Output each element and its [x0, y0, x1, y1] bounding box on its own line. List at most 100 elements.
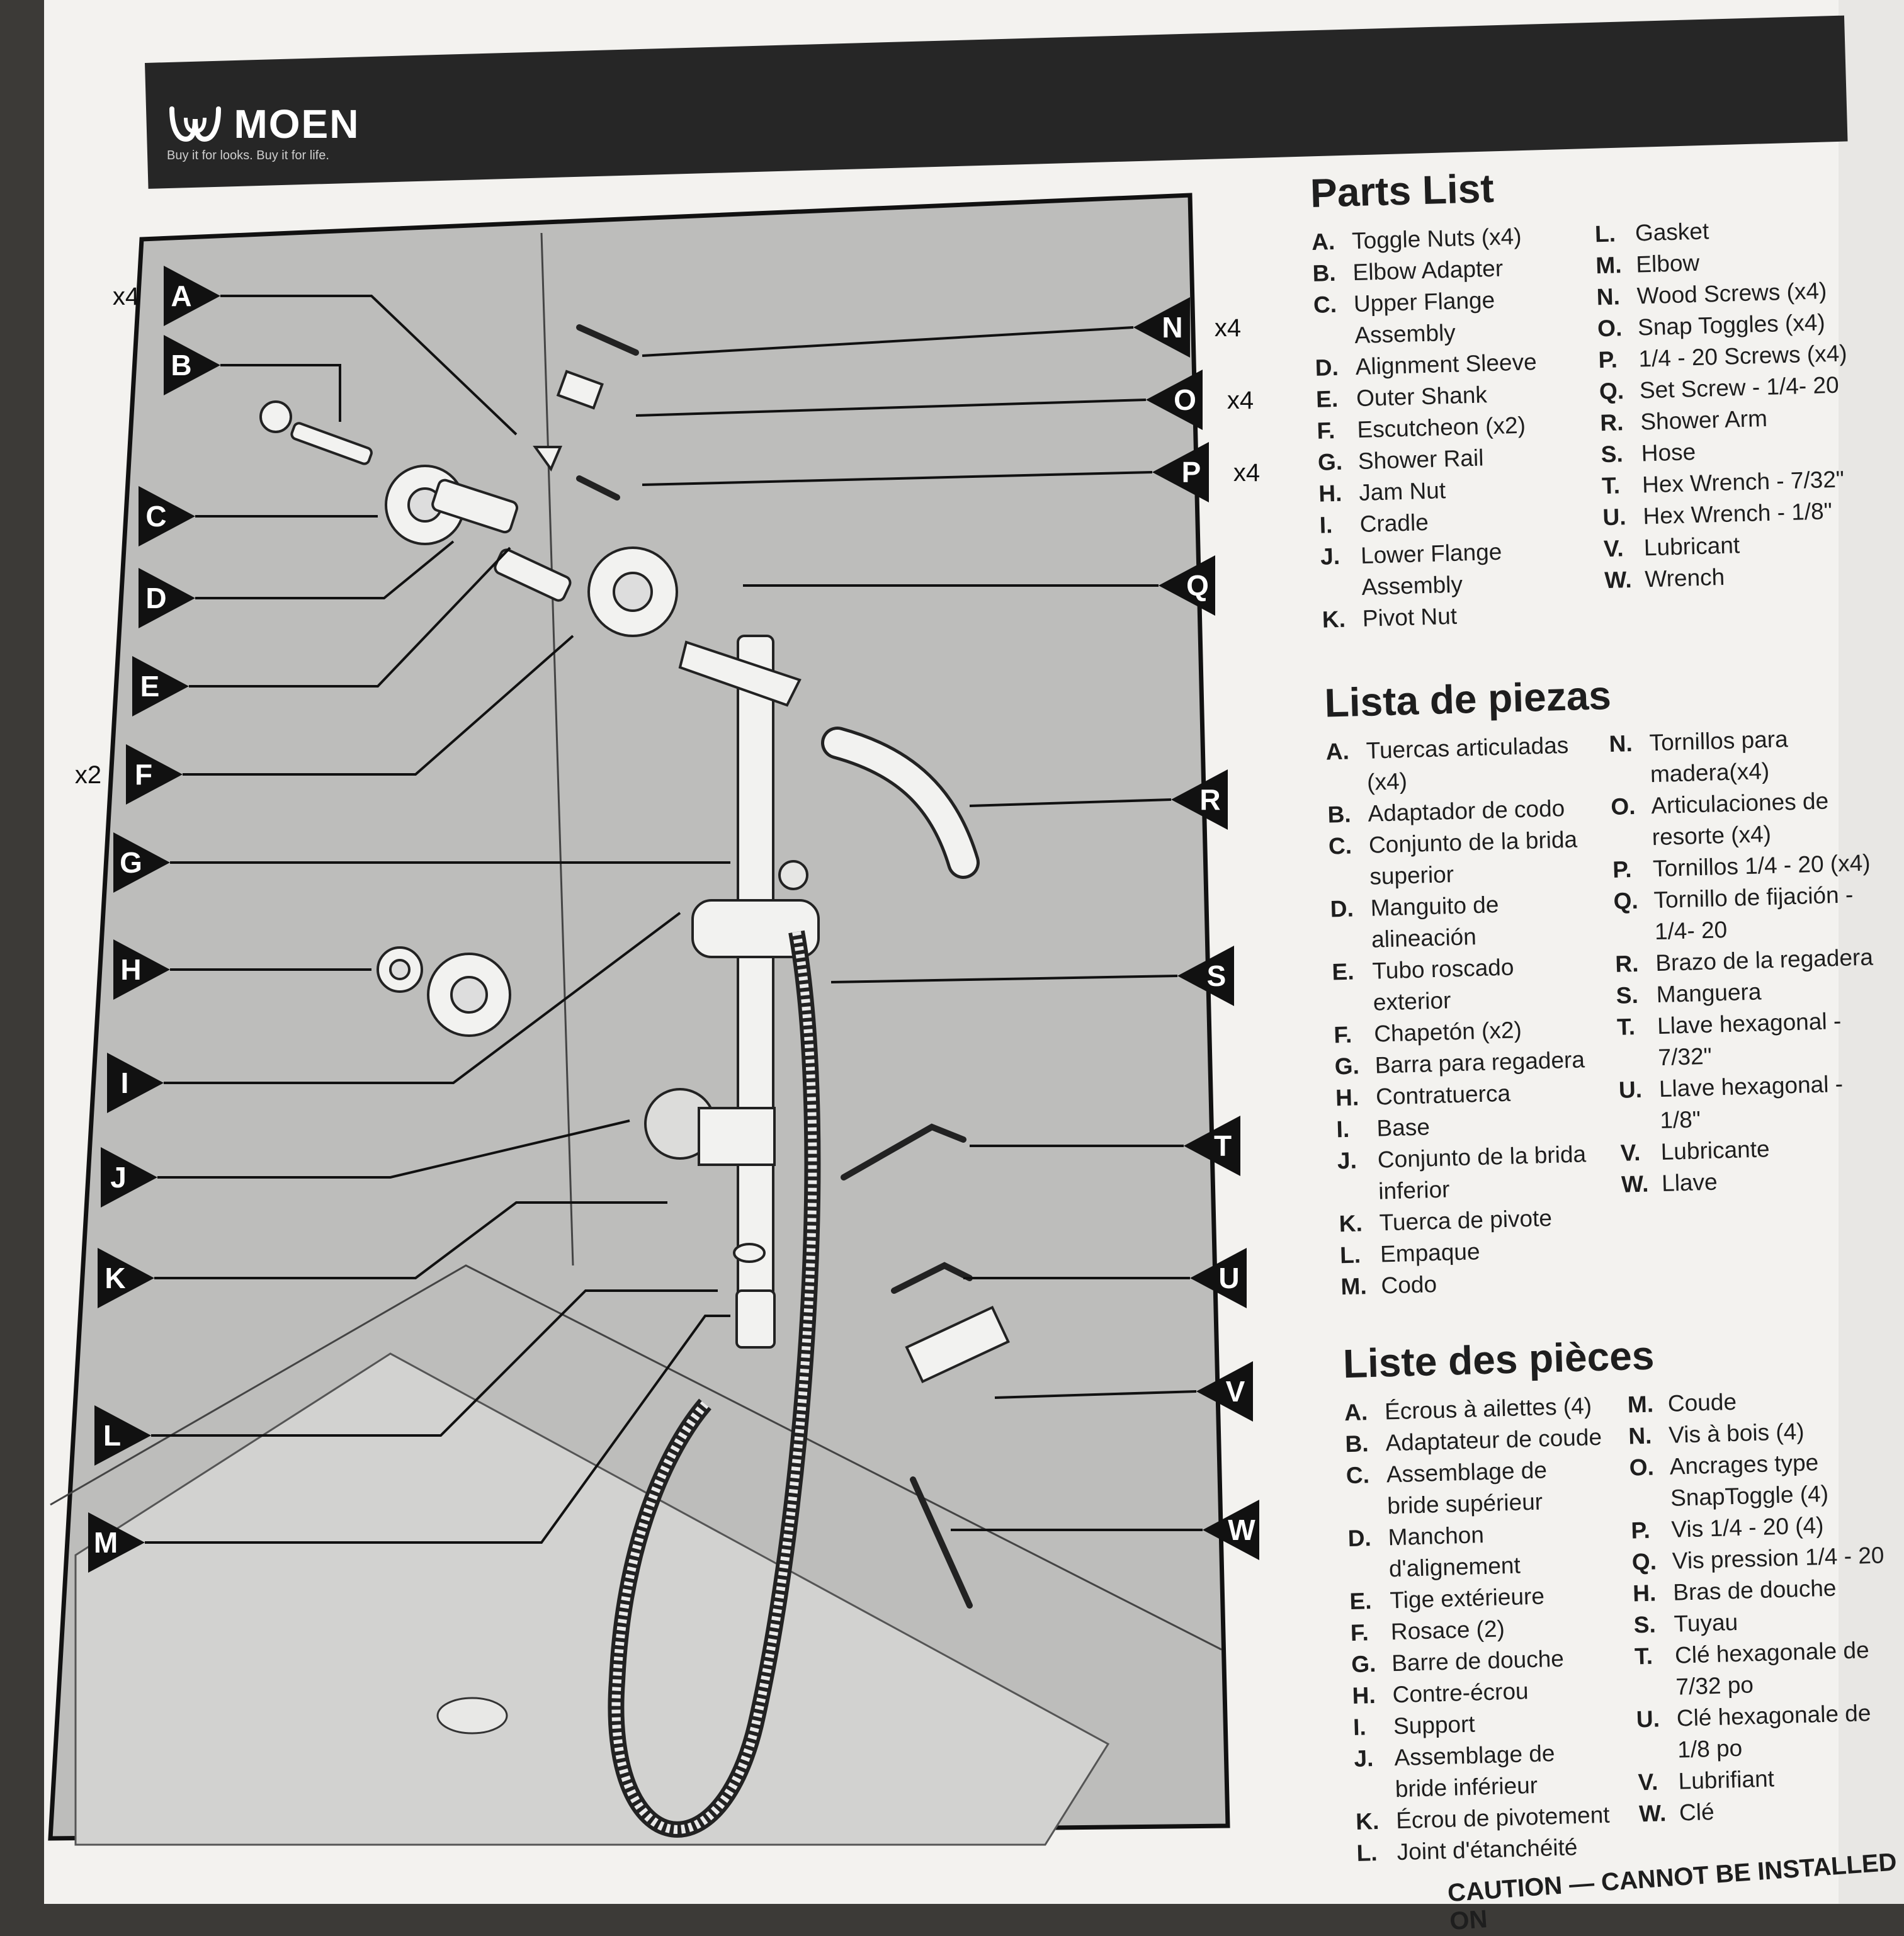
part-name: Tornillos para madera(x4)	[1649, 726, 1789, 788]
part-letter: H.	[1318, 480, 1342, 507]
part-item: U.Clé hexagonale de 1/8 po	[1636, 1697, 1896, 1767]
part-letter: T.	[1634, 1643, 1653, 1670]
callout-letter: G	[120, 846, 142, 879]
part-item: M.Codo	[1340, 1264, 1599, 1303]
callout-marker	[126, 744, 183, 805]
callout-marker	[1171, 769, 1228, 830]
part-name: Pivot Nut	[1362, 603, 1458, 631]
next-page-edge	[1839, 0, 1904, 1904]
callout-letter: D	[145, 582, 166, 614]
part-item: K. Pivot Nut	[1322, 597, 1580, 635]
callout-f: Fx2	[75, 744, 183, 805]
part-letter: A.	[1325, 738, 1350, 765]
part-letter: E.	[1332, 958, 1355, 985]
callout-letter: R	[1199, 783, 1220, 816]
callout-marker	[113, 832, 170, 893]
callout-marker	[1146, 370, 1203, 430]
part-name: Assemblage de bride inférieur	[1393, 1740, 1555, 1803]
callout-letter: F	[135, 758, 152, 791]
part-item: J. Assemblage de bride inférieur	[1354, 1736, 1614, 1806]
part-letter: A.	[1311, 228, 1335, 255]
part-letter: C.	[1313, 291, 1337, 318]
part-item: W.Llave	[1621, 1162, 1879, 1200]
part-name: Clé hexagonale de 7/32 po	[1674, 1637, 1870, 1700]
part-letter: P.	[1612, 856, 1632, 883]
part-letter: J.	[1353, 1745, 1374, 1772]
callout-j: J	[101, 1147, 157, 1208]
parts-list-title: Liste des pièces	[1342, 1332, 1655, 1387]
callout-marker	[1159, 555, 1215, 616]
callout-marker	[113, 939, 170, 1000]
part-item: T. Clé hexagonale de 7/32 po	[1634, 1634, 1894, 1704]
callout-i: I	[107, 1053, 164, 1113]
callout-marker	[94, 1405, 151, 1466]
callout-h: H	[113, 939, 170, 1000]
part-letter: N.	[1596, 283, 1621, 310]
part-letter: V.	[1603, 535, 1624, 562]
part-letter: V.	[1620, 1139, 1641, 1166]
part-name: Joint d'étanchéité	[1397, 1834, 1578, 1865]
callout-letter: J	[110, 1161, 127, 1194]
part-letter: F.	[1350, 1619, 1369, 1646]
part-letter: S.	[1616, 982, 1639, 1009]
part-name: Ancrages type SnapToggle (4)	[1669, 1449, 1829, 1511]
part-letter: Q.	[1599, 378, 1624, 405]
part-letter: I.	[1319, 512, 1333, 538]
part-letter: L.	[1356, 1840, 1378, 1866]
part-letter: B.	[1312, 259, 1337, 286]
part-letter: D.	[1315, 354, 1339, 381]
brand-name: MOEN	[234, 101, 360, 147]
callout-marker	[164, 335, 220, 395]
callout-marker	[1190, 1248, 1247, 1308]
callout-u: U	[1190, 1248, 1247, 1308]
callout-letter: H	[120, 953, 141, 986]
callout-marker	[1184, 1116, 1240, 1176]
callout-q: Q	[1159, 555, 1215, 616]
part-name: Llave hexagonal - 1/8"	[1658, 1070, 1844, 1134]
part-letter: E.	[1315, 385, 1339, 412]
part-letter: S.	[1633, 1611, 1657, 1638]
callout-d: D	[139, 568, 195, 628]
callout-letter: V	[1226, 1375, 1245, 1408]
callout-letter: N	[1162, 311, 1182, 344]
part-name: Upper Flange Assembly	[1353, 286, 1495, 349]
part-letter: O.	[1610, 793, 1636, 820]
callout-marker	[139, 568, 195, 628]
part-letter: J.	[1320, 543, 1340, 570]
part-name: Clé hexagonale de 1/8 po	[1676, 1700, 1871, 1763]
part-item: W.Clé	[1638, 1791, 1897, 1830]
part-letter: M.	[1627, 1391, 1654, 1418]
part-item: C. Upper Flange Assembly	[1313, 282, 1573, 352]
callout-marker	[1152, 442, 1209, 502]
part-item: A.Tuercas articuladas (x4)	[1325, 729, 1585, 799]
callout-letter: Q	[1186, 569, 1209, 602]
callout-letter: W	[1228, 1514, 1255, 1546]
part-name: Conjunto de la brida inferior	[1377, 1141, 1587, 1204]
callout-letter: P	[1182, 456, 1201, 489]
parts-column: A.Tuercas articuladas (x4)B.Adaptador de…	[1325, 729, 1599, 1303]
parts-list-french: Liste des pièces A.Écrous à ailettes (4)…	[1342, 1325, 1898, 1869]
part-name: Tubo roscado exterior	[1371, 954, 1514, 1016]
part-item: T.Llave hexagonal - 7/32"	[1617, 1004, 1877, 1074]
callout-letter: B	[171, 349, 191, 382]
part-letter: I.	[1335, 1116, 1350, 1143]
part-item: U.Llave hexagonal - 1/8"	[1618, 1067, 1878, 1137]
callout-quantity: x2	[75, 761, 101, 789]
part-letter: A.	[1344, 1399, 1368, 1426]
part-letter: W.	[1638, 1800, 1667, 1827]
callout-marker	[139, 486, 195, 546]
part-item: C.Conjunto de la brida superior	[1328, 824, 1588, 893]
part-name: Llave hexagonal - 7/32"	[1657, 1007, 1842, 1071]
part-item: D.Manguito de alineación	[1330, 886, 1590, 956]
part-letter: H.	[1335, 1084, 1359, 1111]
part-letter: D.	[1347, 1525, 1372, 1552]
part-letter: K.	[1322, 606, 1346, 633]
brand-logo: MOEN Buy it for looks. Buy it for life.	[167, 101, 360, 163]
parts-lists: Parts List A.Toggle Nuts (x4)B.Elbow Ada…	[1310, 155, 1898, 1869]
callout-quantity: x4	[113, 283, 139, 310]
callout-letter: C	[145, 500, 166, 533]
part-letter: C.	[1328, 832, 1352, 859]
